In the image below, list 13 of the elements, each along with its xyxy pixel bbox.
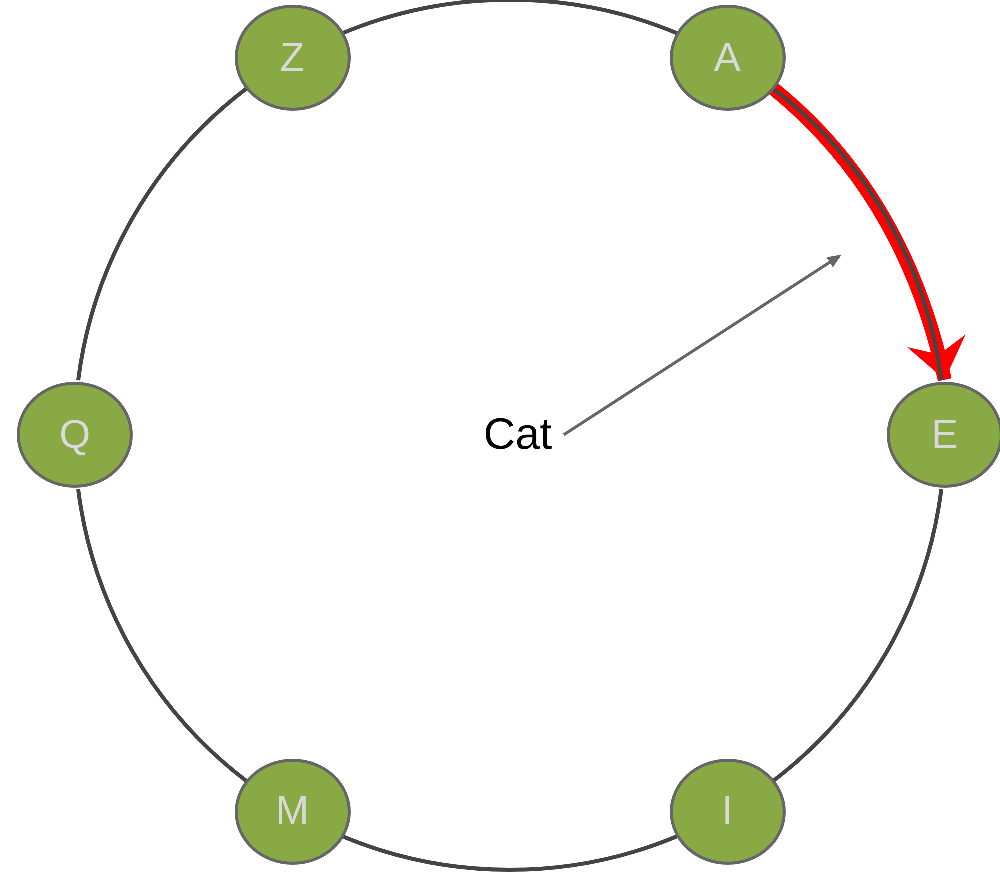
ring-node-circle: I bbox=[670, 758, 786, 865]
ring-node-circle: Q bbox=[17, 382, 133, 488]
ring-node-circle: E bbox=[887, 382, 1000, 488]
key-label: Cat bbox=[478, 408, 558, 462]
ring-node-circle: M bbox=[234, 758, 350, 865]
ring-line bbox=[772, 489, 944, 784]
ring-line bbox=[76, 86, 248, 381]
arrow bbox=[563, 254, 842, 436]
ring-line bbox=[340, 834, 680, 872]
ring-node-circle: A bbox=[670, 5, 786, 112]
ring-line bbox=[76, 489, 248, 784]
ring-line bbox=[340, 0, 680, 36]
ring-node-circle: Z bbox=[234, 5, 350, 112]
